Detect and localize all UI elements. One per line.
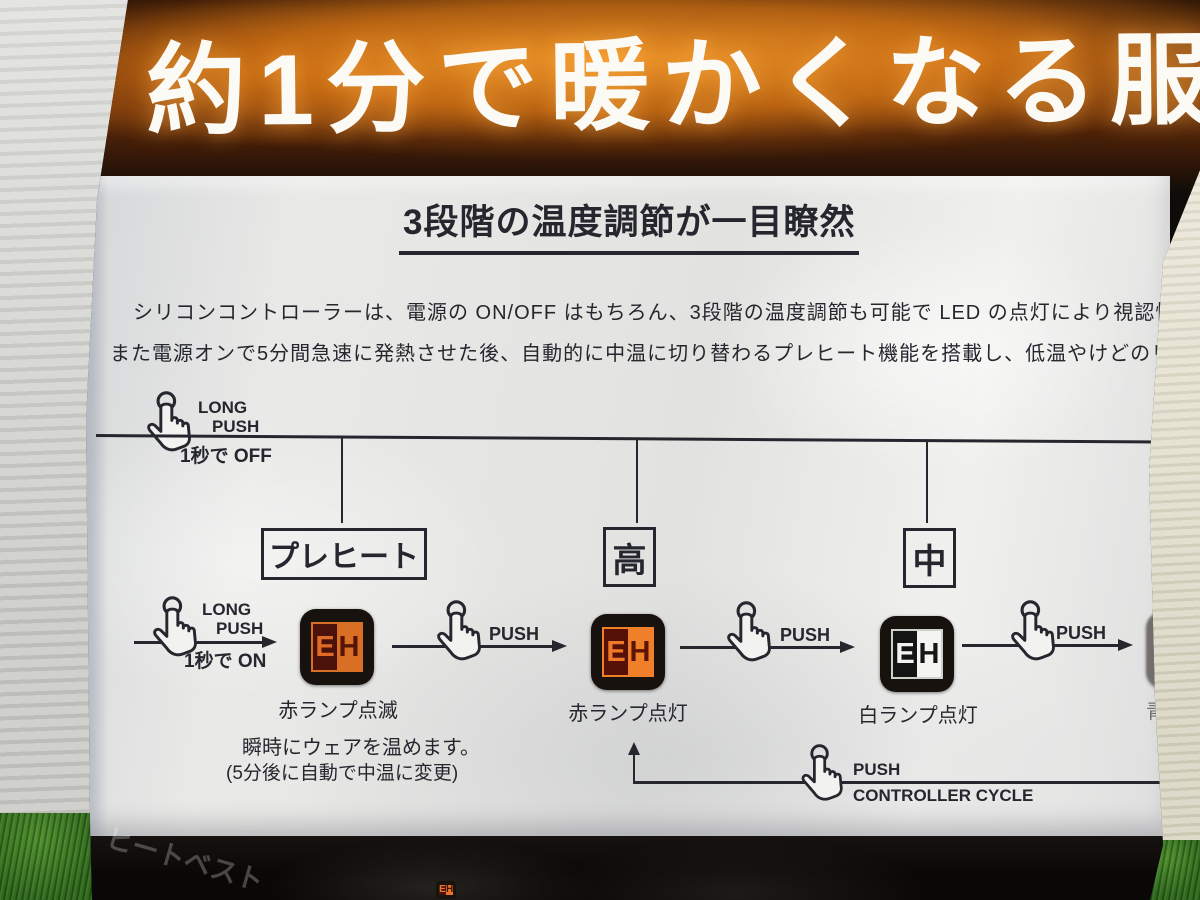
body-text-line2: また電源オンで5分間急速に発熱させた後、自動的に中温に切り替わるプレヒート機能を… bbox=[110, 343, 1200, 365]
lamp-label-high: 赤ランプ点灯 bbox=[568, 703, 688, 725]
tap-hand-icon-4 bbox=[1006, 600, 1062, 666]
grass-bottom-left bbox=[0, 813, 100, 900]
cycle-hline bbox=[633, 781, 1170, 784]
eh-logo-h: H bbox=[917, 631, 941, 677]
panel-title: 3段階の温度調節が一目瞭然 bbox=[399, 194, 860, 255]
drop-line-preheat bbox=[341, 437, 343, 523]
preheat-note-line1: 瞬時にウェアを温めます。 bbox=[242, 737, 480, 759]
off-caption: 1秒で OFF bbox=[180, 446, 272, 467]
on-arrowhead bbox=[262, 636, 277, 648]
stage-high-label: 高 bbox=[612, 541, 647, 580]
tap-hand-icon-cycle bbox=[797, 744, 849, 806]
stage-box-preheat: プレヒート bbox=[261, 528, 427, 580]
banner-title: 約1分で暖かくなる服 bbox=[145, 24, 1200, 148]
push-arrowhead-2 bbox=[552, 640, 567, 652]
lamp-label-preheat: 赤ランプ点滅 bbox=[278, 700, 398, 722]
eh-logo-e: E bbox=[439, 884, 446, 895]
stage-mid-label: 中 bbox=[912, 542, 947, 581]
bag-bottom-strip bbox=[86, 836, 1170, 900]
stage-box-high: 高 bbox=[603, 527, 656, 587]
tap-hand-icon-3 bbox=[722, 601, 778, 667]
lamp-label-mid: 白ランプ点灯 bbox=[858, 705, 978, 727]
stage-box-mid: 中 bbox=[903, 528, 956, 588]
on-arrow-line bbox=[134, 641, 264, 644]
eh-logo-h: H bbox=[446, 884, 454, 895]
on-long-label: LONG bbox=[202, 600, 252, 619]
body-text-line1: シリコンコントローラーは、電源の ON/OFF はもちろん、3段階の温度調節も可… bbox=[133, 302, 1200, 324]
off-long-label: LONG bbox=[198, 398, 248, 417]
eh-logo-e: E bbox=[893, 631, 917, 677]
cycle-push-label: PUSH bbox=[853, 760, 901, 779]
cycle-caption: CONTROLLER CYCLE bbox=[853, 786, 1034, 805]
push-label-3: PUSH bbox=[780, 625, 831, 645]
off-push-label: PUSH bbox=[212, 417, 260, 436]
eh-logo-e: E bbox=[604, 629, 628, 675]
eh-logo-h: H bbox=[628, 629, 652, 675]
drop-line-high bbox=[636, 439, 638, 523]
on-push-label: PUSH bbox=[216, 619, 264, 638]
drop-line-mid bbox=[926, 441, 928, 523]
on-caption: 1秒で ON bbox=[184, 651, 267, 672]
push-arrowhead-3 bbox=[840, 641, 855, 653]
eh-logo-h: H bbox=[337, 624, 361, 670]
push-label-2: PUSH bbox=[489, 624, 540, 644]
tap-hand-icon-2 bbox=[432, 600, 488, 666]
push-label-4: PUSH bbox=[1056, 623, 1107, 643]
stage-preheat-label: プレヒート bbox=[269, 541, 419, 574]
cycle-vline bbox=[633, 753, 635, 783]
eh-logo-e: E bbox=[313, 624, 337, 670]
banner: 約1分で暖かくなる服 bbox=[86, 0, 1200, 195]
cycle-up-arrowhead bbox=[628, 742, 640, 755]
instruction-panel bbox=[86, 176, 1170, 838]
preheat-note-line2: (5分後に自動で中温に変更) bbox=[226, 763, 459, 784]
push-arrowhead-4 bbox=[1118, 639, 1133, 651]
